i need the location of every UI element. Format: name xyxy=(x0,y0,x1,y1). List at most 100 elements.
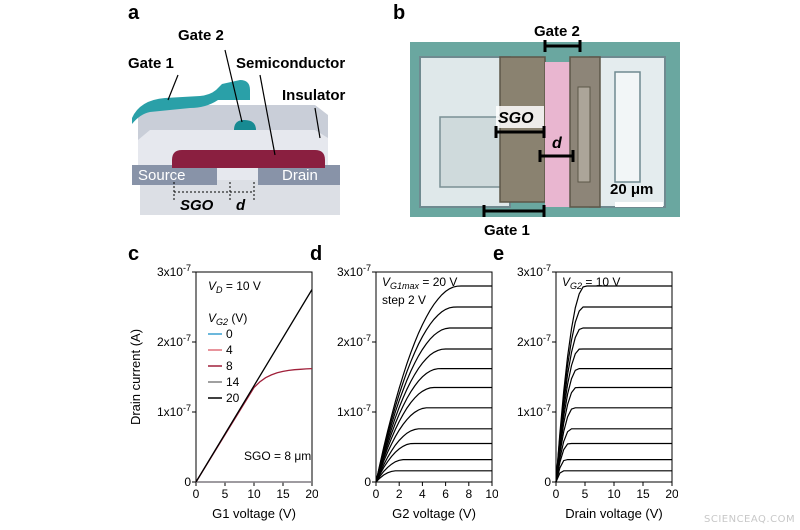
sgo-label: SGO xyxy=(180,197,214,214)
panel-label-b: b xyxy=(393,2,406,24)
y-tick-label: 1x10-7 xyxy=(337,403,371,419)
curve-5 xyxy=(375,386,492,483)
plot-frame xyxy=(555,271,673,483)
series-line-vg2-8 xyxy=(195,367,313,483)
x-tick-label: 20 xyxy=(665,487,678,501)
curve-8 xyxy=(375,327,492,483)
y-tick-label: 3x10-7 xyxy=(157,263,191,279)
curve-6 xyxy=(555,367,672,483)
gate1-label-b: Gate 1 xyxy=(484,222,530,239)
x-axis-label: G1 voltage (V) xyxy=(212,506,296,521)
leader-gate1 xyxy=(167,74,179,101)
source-contact xyxy=(132,165,217,185)
panel-label-a: a xyxy=(128,2,140,24)
curve-8 xyxy=(555,327,672,483)
annotation-vd: VD = 10 V xyxy=(208,279,261,295)
leader-semiconductor xyxy=(259,74,276,156)
curve-1 xyxy=(555,459,672,483)
legend-title: VG2 (V) xyxy=(208,311,247,327)
substrate xyxy=(140,180,340,215)
curve-0 xyxy=(555,470,672,483)
annotation-vg2: VG2 = 10 V xyxy=(562,275,620,291)
y-tick-label: 2x10-7 xyxy=(157,333,191,349)
sgo-label-b: SGO xyxy=(498,110,534,127)
annotation-vg1max: VG1max = 20 V xyxy=(382,275,457,291)
y-tick-label: 2x10-7 xyxy=(517,333,551,349)
y-tick-label: 1x10-7 xyxy=(517,403,551,419)
y-axis-label: Drain current (A) xyxy=(128,329,143,425)
x-tick-label: 8 xyxy=(465,487,472,501)
curve-10 xyxy=(375,285,492,483)
y-tick-label: 1x10-7 xyxy=(157,403,191,419)
curve-0 xyxy=(375,470,492,483)
curve-6 xyxy=(375,367,492,483)
curve-2 xyxy=(375,442,492,483)
gate2-electrode xyxy=(234,120,256,130)
legend-label-4: 4 xyxy=(226,343,233,357)
x-axis-label: Drain voltage (V) xyxy=(565,506,663,521)
curve-4 xyxy=(555,407,672,483)
sgo-label-bg xyxy=(496,106,544,128)
curve-2 xyxy=(555,442,672,483)
x-tick-label: 5 xyxy=(582,487,589,501)
chart-c: 0 5 10 15 20 0 1x10-7 2x10-7 3x10-7 G1 voltage (V… xyxy=(128,263,318,521)
curve-5 xyxy=(555,386,672,483)
y-tick-label: 0 xyxy=(184,475,191,489)
x-tick-label: 2 xyxy=(396,487,403,501)
right-finger xyxy=(614,71,641,183)
left-pad xyxy=(439,116,511,188)
leader-gate2 xyxy=(224,49,243,123)
legend-label-8: 8 xyxy=(226,359,233,373)
gate2-label-b: Gate 2 xyxy=(534,23,580,40)
gate2-strip xyxy=(577,86,591,183)
x-tick-label: 0 xyxy=(553,487,560,501)
curve-7 xyxy=(555,348,672,483)
scale-bar xyxy=(615,202,663,207)
drain-contact xyxy=(258,165,340,185)
x-axis-label: G2 voltage (V) xyxy=(392,506,476,521)
device-cross-section: Gate 1 Gate 2 Semiconductor Insulator So… xyxy=(128,27,346,215)
panel-label-c: c xyxy=(128,243,140,265)
x-tick-label: 15 xyxy=(636,487,650,501)
d-label: d xyxy=(236,197,246,214)
curve-9 xyxy=(375,306,492,483)
panel-label-d: d xyxy=(310,243,323,265)
x-tick-label: 6 xyxy=(442,487,449,501)
legend-label-20: 20 xyxy=(226,391,240,405)
plot-frame xyxy=(375,271,493,483)
x-tick-label: 10 xyxy=(247,487,261,501)
curve-3 xyxy=(375,428,492,483)
x-tick-label: 15 xyxy=(276,487,290,501)
source-label: Source xyxy=(138,167,186,184)
curve-10 xyxy=(555,285,672,483)
x-tick-label: 4 xyxy=(419,487,426,501)
x-tick-label: 0 xyxy=(373,487,380,501)
x-tick-label: 0 xyxy=(193,487,200,501)
semiconductor-layer xyxy=(172,150,325,168)
x-tick-label: 10 xyxy=(607,487,621,501)
annotation-sgo: SGO = 8 μm xyxy=(244,449,311,463)
leader-insulator xyxy=(314,107,321,139)
d-label-b: d xyxy=(552,135,563,152)
curve-9 xyxy=(555,306,672,483)
insulator-label: Insulator xyxy=(282,87,346,104)
gate1-region xyxy=(499,56,546,203)
x-tick-label: 5 xyxy=(222,487,229,501)
scale-label: 20 μm xyxy=(610,181,653,198)
gate1-label: Gate 1 xyxy=(128,55,174,72)
panel-label-e: e xyxy=(493,243,505,265)
y-tick-label: 3x10-7 xyxy=(337,263,371,279)
gate1-electrode xyxy=(132,80,250,124)
gate2-label: Gate 2 xyxy=(178,27,224,44)
x-tick-label: 10 xyxy=(485,487,498,501)
curve-1 xyxy=(375,459,492,483)
x-tick-label: 20 xyxy=(305,487,318,501)
legend-label-0: 0 xyxy=(226,327,233,341)
drain-label: Drain xyxy=(282,167,318,184)
y-tick-label: 3x10-7 xyxy=(517,263,551,279)
curve-3 xyxy=(555,428,672,483)
series-line-vg2-20 xyxy=(195,289,313,483)
curve-4 xyxy=(375,407,492,483)
